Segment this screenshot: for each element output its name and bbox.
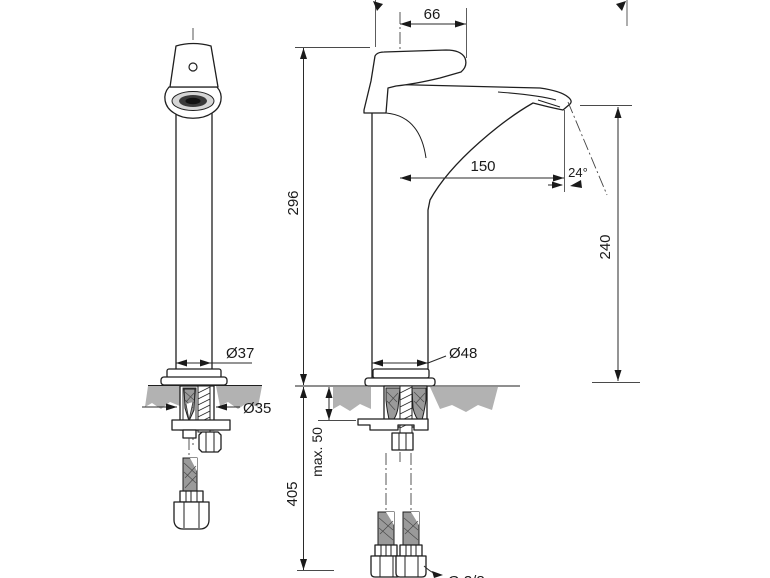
hose-exit-stub	[182, 429, 197, 439]
dimensions: 66 296 150 24°	[142, 0, 640, 571]
hose-section-crosshatch	[386, 391, 426, 412]
spout-outlet-line	[537, 99, 561, 108]
dim-spray-angle: 24°	[548, 101, 608, 196]
supply-hose-front	[173, 457, 210, 530]
dim-height-above-deck: 296	[285, 47, 370, 385]
dim-label-405: 405	[284, 481, 301, 506]
dim-handle-reach: 66	[400, 6, 467, 58]
deck-section-left-side	[333, 387, 371, 411]
dim-base-diameter: Ø48	[372, 345, 477, 367]
dim-outlet-height: 240	[580, 105, 640, 383]
dim-label-240: 240	[597, 234, 614, 259]
supply-hose-side-left	[370, 511, 402, 578]
dim-label-max50: max. 50	[309, 427, 325, 477]
dim-label-150: 150	[470, 158, 495, 175]
front-body	[175, 103, 213, 379]
dim-label-66: 66	[424, 6, 441, 23]
spout-top-inner-line	[497, 91, 557, 101]
side-collar	[372, 368, 430, 379]
dim-body-diameter: Ø37	[176, 345, 254, 367]
deck-section-right-side	[430, 387, 498, 412]
deck-section-right	[216, 386, 262, 409]
side-handle-lever	[363, 49, 467, 114]
front-handle-cap	[169, 42, 219, 88]
dim-label-d37: Ø37	[226, 345, 254, 362]
dim-label-24deg: 24°	[568, 165, 588, 180]
mounting-nut-side	[391, 432, 414, 451]
dim-label-296: 296	[285, 190, 302, 215]
dim-label-d48: Ø48	[449, 345, 477, 362]
thread-leader-arrow	[432, 571, 443, 578]
neck-fillet-line	[385, 112, 427, 159]
side-flange	[364, 377, 436, 387]
dim-deck-thickness: max. 50	[309, 387, 356, 477]
aerator-core	[185, 97, 201, 105]
mounting-bracket	[171, 419, 231, 431]
dim-spout-reach: 150	[400, 110, 565, 192]
deck-section-left	[145, 386, 180, 409]
connection-thread-label: G 3/8	[448, 573, 485, 578]
front-flange	[160, 376, 228, 386]
supply-hose-side-right	[395, 511, 427, 578]
dim-label-d35: Ø35	[243, 400, 271, 417]
mounting-nut	[198, 431, 222, 453]
side-body-spout	[371, 83, 572, 379]
dim-hole-diameter: Ø35	[142, 400, 271, 417]
dim-hose-length: 405	[284, 387, 334, 571]
threaded-rod-side	[399, 385, 413, 434]
mounting-plate-side	[357, 418, 429, 431]
cutoff-top-dimension	[373, 0, 628, 47]
handle-dot	[188, 62, 198, 72]
side-view: G 3/8	[295, 12, 572, 578]
front-view	[145, 28, 262, 530]
